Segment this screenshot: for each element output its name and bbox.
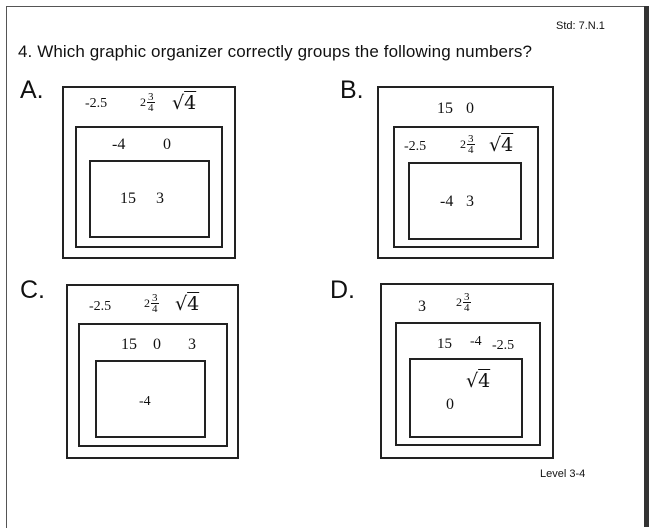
worksheet-page <box>6 6 645 528</box>
option-a-middle-num-2: 0 <box>163 136 171 153</box>
standard-label: Std: 7.N.1 <box>556 20 605 32</box>
option-d-inner-box <box>409 358 523 438</box>
option-a-decimal: -2.5 <box>85 96 108 111</box>
option-b-decimal: -2.5 <box>404 139 427 154</box>
option-b-inner-num-2: 3 <box>466 193 474 210</box>
option-d-middle-num-3: -2.5 <box>492 338 515 353</box>
page-edge <box>644 6 649 527</box>
option-d-outer-num: 3 <box>418 298 426 315</box>
option-a-middle-num-1: -4 <box>112 136 126 153</box>
option-c-square-root: √4 <box>175 293 200 315</box>
option-b-outer-num-1: 15 <box>437 100 453 117</box>
option-b-inner-box <box>408 162 522 240</box>
option-d-inner-num: 0 <box>446 396 454 413</box>
option-b-square-root: √4 <box>489 134 514 156</box>
option-c-middle-box <box>78 323 228 447</box>
option-d-outer-box[interactable] <box>380 283 554 459</box>
option-c-inner-num-1: -4 <box>139 394 151 409</box>
option-c-inner-box <box>95 360 206 438</box>
option-a-middle-box <box>75 126 223 248</box>
option-c-decimal: -2.5 <box>89 299 112 314</box>
option-c-middle-num-3: 3 <box>188 336 196 353</box>
option-a-inner-box <box>89 160 210 238</box>
level-label: Level 3-4 <box>540 468 586 480</box>
option-d-middle-num-1: 15 <box>437 336 452 352</box>
option-c-outer-box[interactable] <box>66 284 239 459</box>
option-c-middle-num-2: 0 <box>153 336 161 353</box>
option-b-outer-box[interactable] <box>377 86 554 259</box>
option-a-outer-box[interactable] <box>62 86 236 259</box>
option-c-letter[interactable]: C. <box>20 276 45 304</box>
option-a-inner-num-2: 3 <box>156 190 164 207</box>
option-a-square-root: √4 <box>172 92 197 114</box>
option-b-outer-num-2: 0 <box>466 100 474 117</box>
option-c-middle-num-1: 15 <box>121 336 137 353</box>
option-d-middle-num-2: -4 <box>470 334 482 349</box>
question-text: 4. Which graphic organizer correctly gro… <box>18 42 533 61</box>
option-a-inner-num-1: 15 <box>120 190 136 207</box>
option-b-letter[interactable]: B. <box>340 76 364 104</box>
option-a-letter[interactable]: A. <box>20 76 44 104</box>
option-d-letter[interactable]: D. <box>330 276 355 304</box>
option-b-inner-num-1: -4 <box>440 193 454 210</box>
option-d-middle-box <box>395 322 541 446</box>
option-b-middle-box <box>393 126 539 248</box>
option-d-square-root: √4 <box>466 370 491 392</box>
